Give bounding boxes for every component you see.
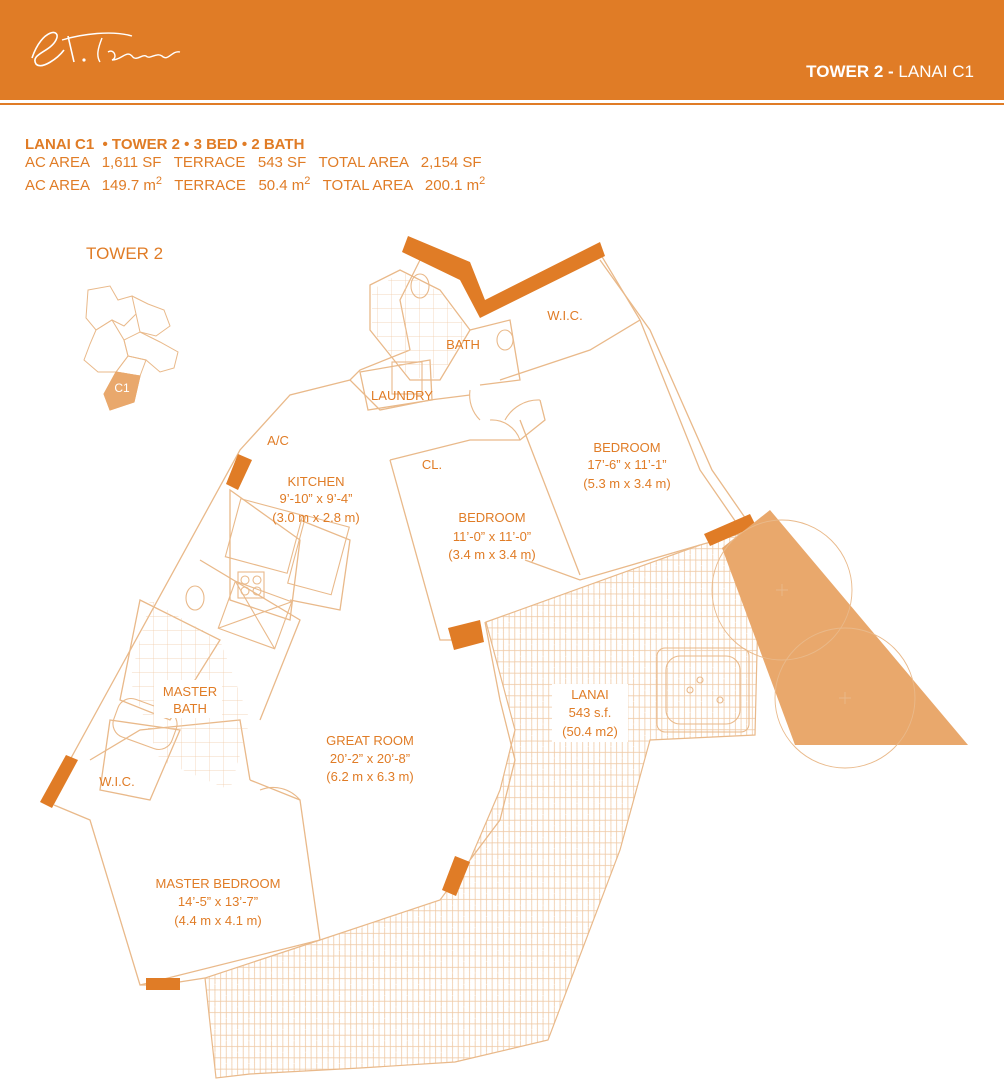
room-master-bedroom-name: MASTER BEDROOM (156, 876, 281, 891)
toilet-icon (185, 585, 205, 611)
sup-2: 2 (304, 175, 311, 187)
specs-area-sf: AC AREA 1,611 SF TERRACE 543 SF TOTAL AR… (25, 154, 482, 171)
room-master-bedroom-dim: 14’-5” x 13’-7” (178, 894, 258, 909)
fixtures (112, 273, 750, 801)
room-master-bath-line1: MASTER (163, 684, 217, 699)
stove-icon (237, 571, 265, 599)
door-swing (469, 389, 481, 421)
keyplan-unit-c1 (103, 371, 141, 411)
room-wic-top: W.I.C. (547, 308, 582, 323)
room-master-bedroom-metric: (4.4 m x 4.1 m) (174, 913, 261, 928)
keyplan-label: TOWER 2 (86, 244, 164, 263)
adjacent-unit-wedge (722, 510, 968, 745)
room-bath: BATH (446, 337, 480, 352)
kitchen-sink-icon (287, 514, 350, 596)
room-great-room-metric: (6.2 m x 6.3 m) (326, 769, 413, 784)
room-lanai-metric: (50.4 m2) (562, 724, 618, 739)
title-unit: LANAI C1 (898, 62, 974, 81)
spa-tub-icon (656, 647, 750, 733)
room-bedroom1-name: BEDROOM (593, 440, 660, 455)
structural-columns (40, 236, 756, 990)
page-title: TOWER 2 - LANAI C1 (806, 62, 974, 82)
sup-2: 2 (479, 175, 486, 187)
specs-heading: LANAI C1 • TOWER 2 • 3 BED • 2 BATH (25, 136, 305, 153)
room-bedroom1-metric: (5.3 m x 3.4 m) (583, 476, 670, 491)
room-laundry: LAUNDRY (371, 388, 433, 403)
room-master-bath-line2: BATH (173, 701, 207, 716)
room-bedroom2-dim: 11’-0” x 11’-0” (453, 529, 531, 544)
site-circles (711, 519, 916, 769)
logo-script-icon (31, 31, 181, 67)
room-bedroom1-dim: 17’-6” x 11’-1” (587, 457, 666, 472)
specs-total-metric: TOTAL AREA 200.1 m (310, 177, 480, 194)
toilet-icon (410, 273, 430, 299)
bathtub-icon (112, 697, 178, 751)
sink-icon (496, 329, 514, 351)
specs-terrace-metric: TERRACE 50.4 m (162, 177, 305, 194)
room-great-room-name: GREAT ROOM (326, 733, 414, 748)
header-divider (0, 103, 1004, 105)
room-kitchen-metric: (3.0 m x 2.8 m) (272, 510, 359, 525)
specs-area-metric: AC AREA 149.7 m2 TERRACE 50.4 m2 TOTAL A… (25, 172, 485, 195)
sup-2: 2 (155, 175, 163, 187)
room-ac: A/C (267, 433, 289, 448)
door-swing (504, 399, 541, 421)
master-bath-label-bg (154, 680, 222, 718)
door-swing (489, 419, 521, 441)
door-swing (259, 786, 301, 801)
room-kitchen-dim: 9’-10” x 9’-4” (280, 491, 353, 506)
washer-icon (391, 361, 423, 395)
bath-tile (372, 272, 468, 378)
kitchen-island (224, 498, 304, 574)
room-kitchen-name: KITCHEN (287, 474, 344, 489)
room-lanai-area: 543 s.f. (569, 705, 612, 720)
lanai-label-bg (552, 684, 628, 742)
room-closet: CL. (422, 457, 442, 472)
specs-ac-metric: AC AREA 149.7 m (25, 177, 156, 194)
lanai-floor (204, 527, 761, 1079)
keyplan-unit-label: C1 (114, 381, 130, 395)
room-bedroom2-name: BEDROOM (458, 510, 525, 525)
unit-specs: LANAI C1 • TOWER 2 • 3 BED • 2 BATH AC A… (25, 136, 485, 195)
room-lanai-name: LANAI (571, 687, 609, 702)
room-great-room-dim: 20’-2” x 20’-8” (330, 751, 410, 766)
room-bedroom2-metric: (3.4 m x 3.4 m) (448, 547, 535, 562)
header-bar (0, 0, 1004, 100)
room-wic-master: W.I.C. (99, 774, 134, 789)
title-tower: TOWER 2 - (806, 62, 894, 81)
